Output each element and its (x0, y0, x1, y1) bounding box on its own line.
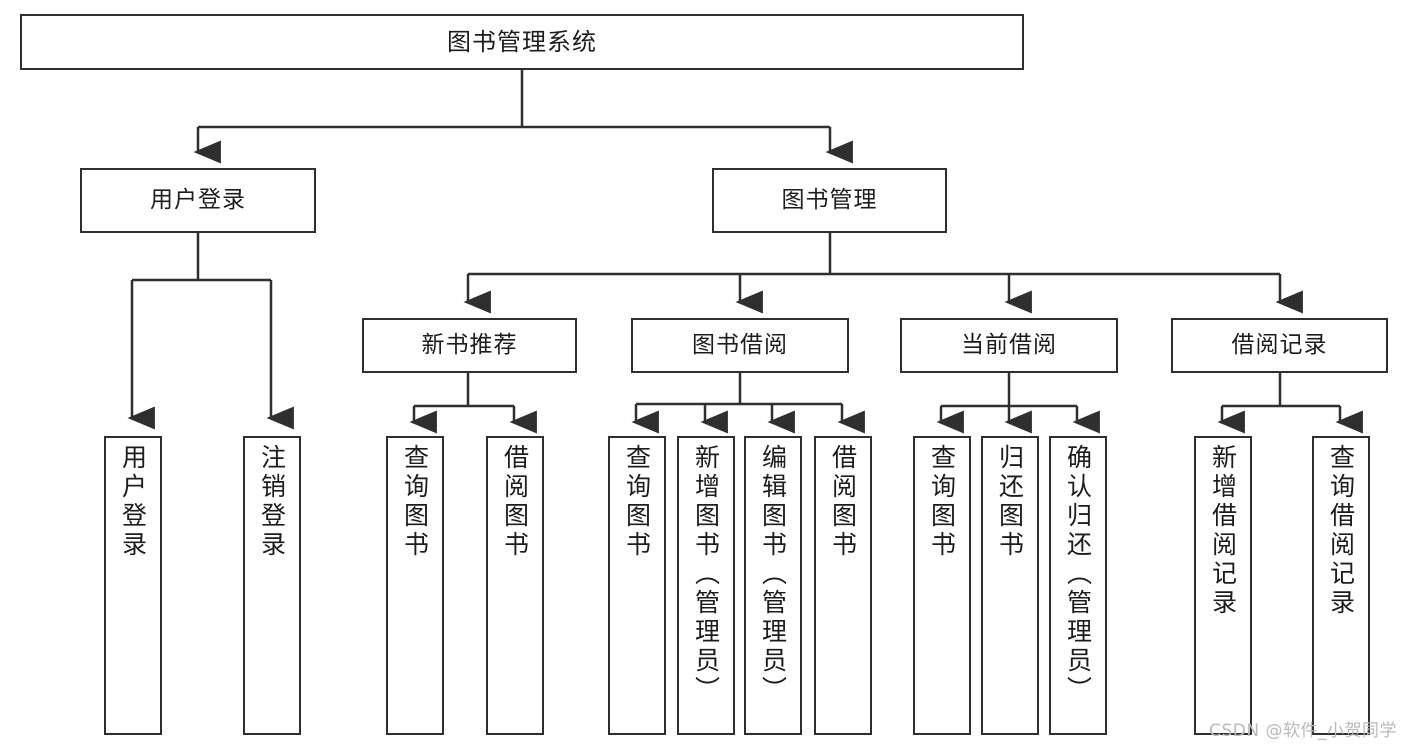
leaf-user-login[interactable]: 用户登录 (104, 436, 162, 735)
leaf-query-book-1-label: 查询图书 (400, 444, 430, 560)
leaf-query-book-1[interactable]: 查询图书 (386, 436, 444, 735)
leaf-edit-book[interactable]: 编辑图书（管理员） (744, 436, 802, 735)
leaf-add-record[interactable]: 新增借阅记录 (1194, 436, 1252, 735)
node-book-borrow[interactable]: 图书借阅 (631, 318, 849, 373)
leaf-confirm-return-label: 确认归还（管理员） (1063, 444, 1093, 705)
leaf-user-login-label: 用户登录 (118, 444, 148, 560)
leaf-borrow-book-1-label: 借阅图书 (500, 444, 530, 560)
node-book-borrow-label: 图书借阅 (692, 332, 788, 358)
leaf-borrow-book-2[interactable]: 借阅图书 (814, 436, 872, 735)
node-current-borrow-label: 当前借阅 (961, 332, 1057, 358)
node-borrow-record-label: 借阅记录 (1231, 332, 1328, 358)
csdn-watermark: CSDN @软件_小贺同学 (1209, 721, 1397, 741)
leaf-return-book[interactable]: 归还图书 (981, 436, 1039, 735)
leaf-query-record-label: 查询借阅记录 (1326, 444, 1356, 618)
node-root-label: 图书管理系统 (447, 28, 597, 56)
node-borrow-record[interactable]: 借阅记录 (1171, 318, 1388, 373)
leaf-add-book[interactable]: 新增图书（管理员） (677, 436, 735, 735)
leaf-query-record[interactable]: 查询借阅记录 (1312, 436, 1370, 735)
node-new-book-rec[interactable]: 新书推荐 (362, 318, 577, 373)
node-new-book-rec-label: 新书推荐 (421, 332, 518, 358)
leaf-add-record-label: 新增借阅记录 (1208, 444, 1238, 618)
node-book-manage-label: 图书管理 (781, 187, 878, 213)
node-current-borrow[interactable]: 当前借阅 (900, 318, 1118, 373)
leaf-add-book-label: 新增图书（管理员） (691, 444, 721, 705)
leaf-logout-login[interactable]: 注销登录 (243, 436, 301, 735)
leaf-query-book-3[interactable]: 查询图书 (913, 436, 971, 735)
leaf-borrow-book-2-label: 借阅图书 (828, 444, 858, 560)
leaf-return-book-label: 归还图书 (995, 444, 1025, 560)
leaf-confirm-return[interactable]: 确认归还（管理员） (1049, 436, 1107, 735)
leaf-query-book-2[interactable]: 查询图书 (608, 436, 666, 735)
node-user-login[interactable]: 用户登录 (80, 168, 316, 233)
node-root[interactable]: 图书管理系统 (20, 14, 1024, 70)
node-book-manage[interactable]: 图书管理 (712, 168, 947, 233)
leaf-query-book-3-label: 查询图书 (927, 444, 957, 560)
leaf-edit-book-label: 编辑图书（管理员） (758, 444, 788, 705)
leaf-logout-login-label: 注销登录 (257, 444, 287, 560)
node-user-login-label: 用户登录 (150, 187, 246, 213)
leaf-query-book-2-label: 查询图书 (622, 444, 652, 560)
leaf-borrow-book-1[interactable]: 借阅图书 (486, 436, 544, 735)
